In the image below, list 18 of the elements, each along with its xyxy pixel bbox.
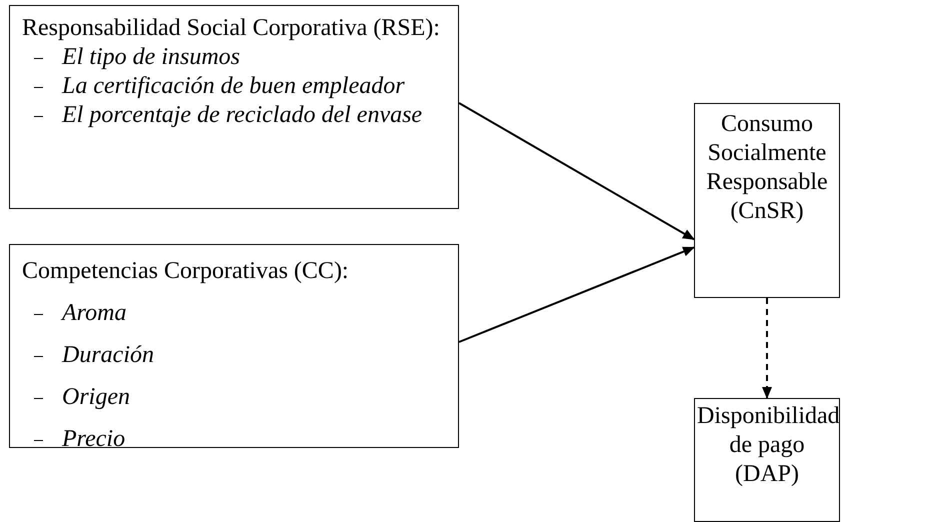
arrow	[458, 102, 695, 240]
list-item: El tipo de insumos	[62, 44, 240, 70]
list-item: Origen	[62, 384, 130, 410]
factor-box	[9, 5, 459, 209]
list-item: La certificación de buen empleador	[62, 73, 405, 99]
list-item: Aroma	[62, 300, 126, 326]
factor-heading: Responsabilidad Social Corporativa (RSE):	[22, 14, 441, 43]
dashed-arrow	[762, 298, 772, 399]
concept-label: Disponibilidad de pago (DAP)	[697, 402, 837, 489]
concept-label: Consumo Socialmente Responsable (CnSR)	[705, 110, 829, 226]
factor-heading: Competencias Corporativas (CC):	[22, 257, 350, 286]
arrow	[458, 246, 695, 343]
list-item: El porcentaje de reciclado del envase	[62, 102, 422, 128]
factor-box	[9, 244, 459, 448]
list-item: Precio	[62, 426, 126, 452]
concept-box	[694, 103, 840, 298]
concept-box	[694, 398, 840, 522]
list-item: Duración	[62, 342, 154, 368]
